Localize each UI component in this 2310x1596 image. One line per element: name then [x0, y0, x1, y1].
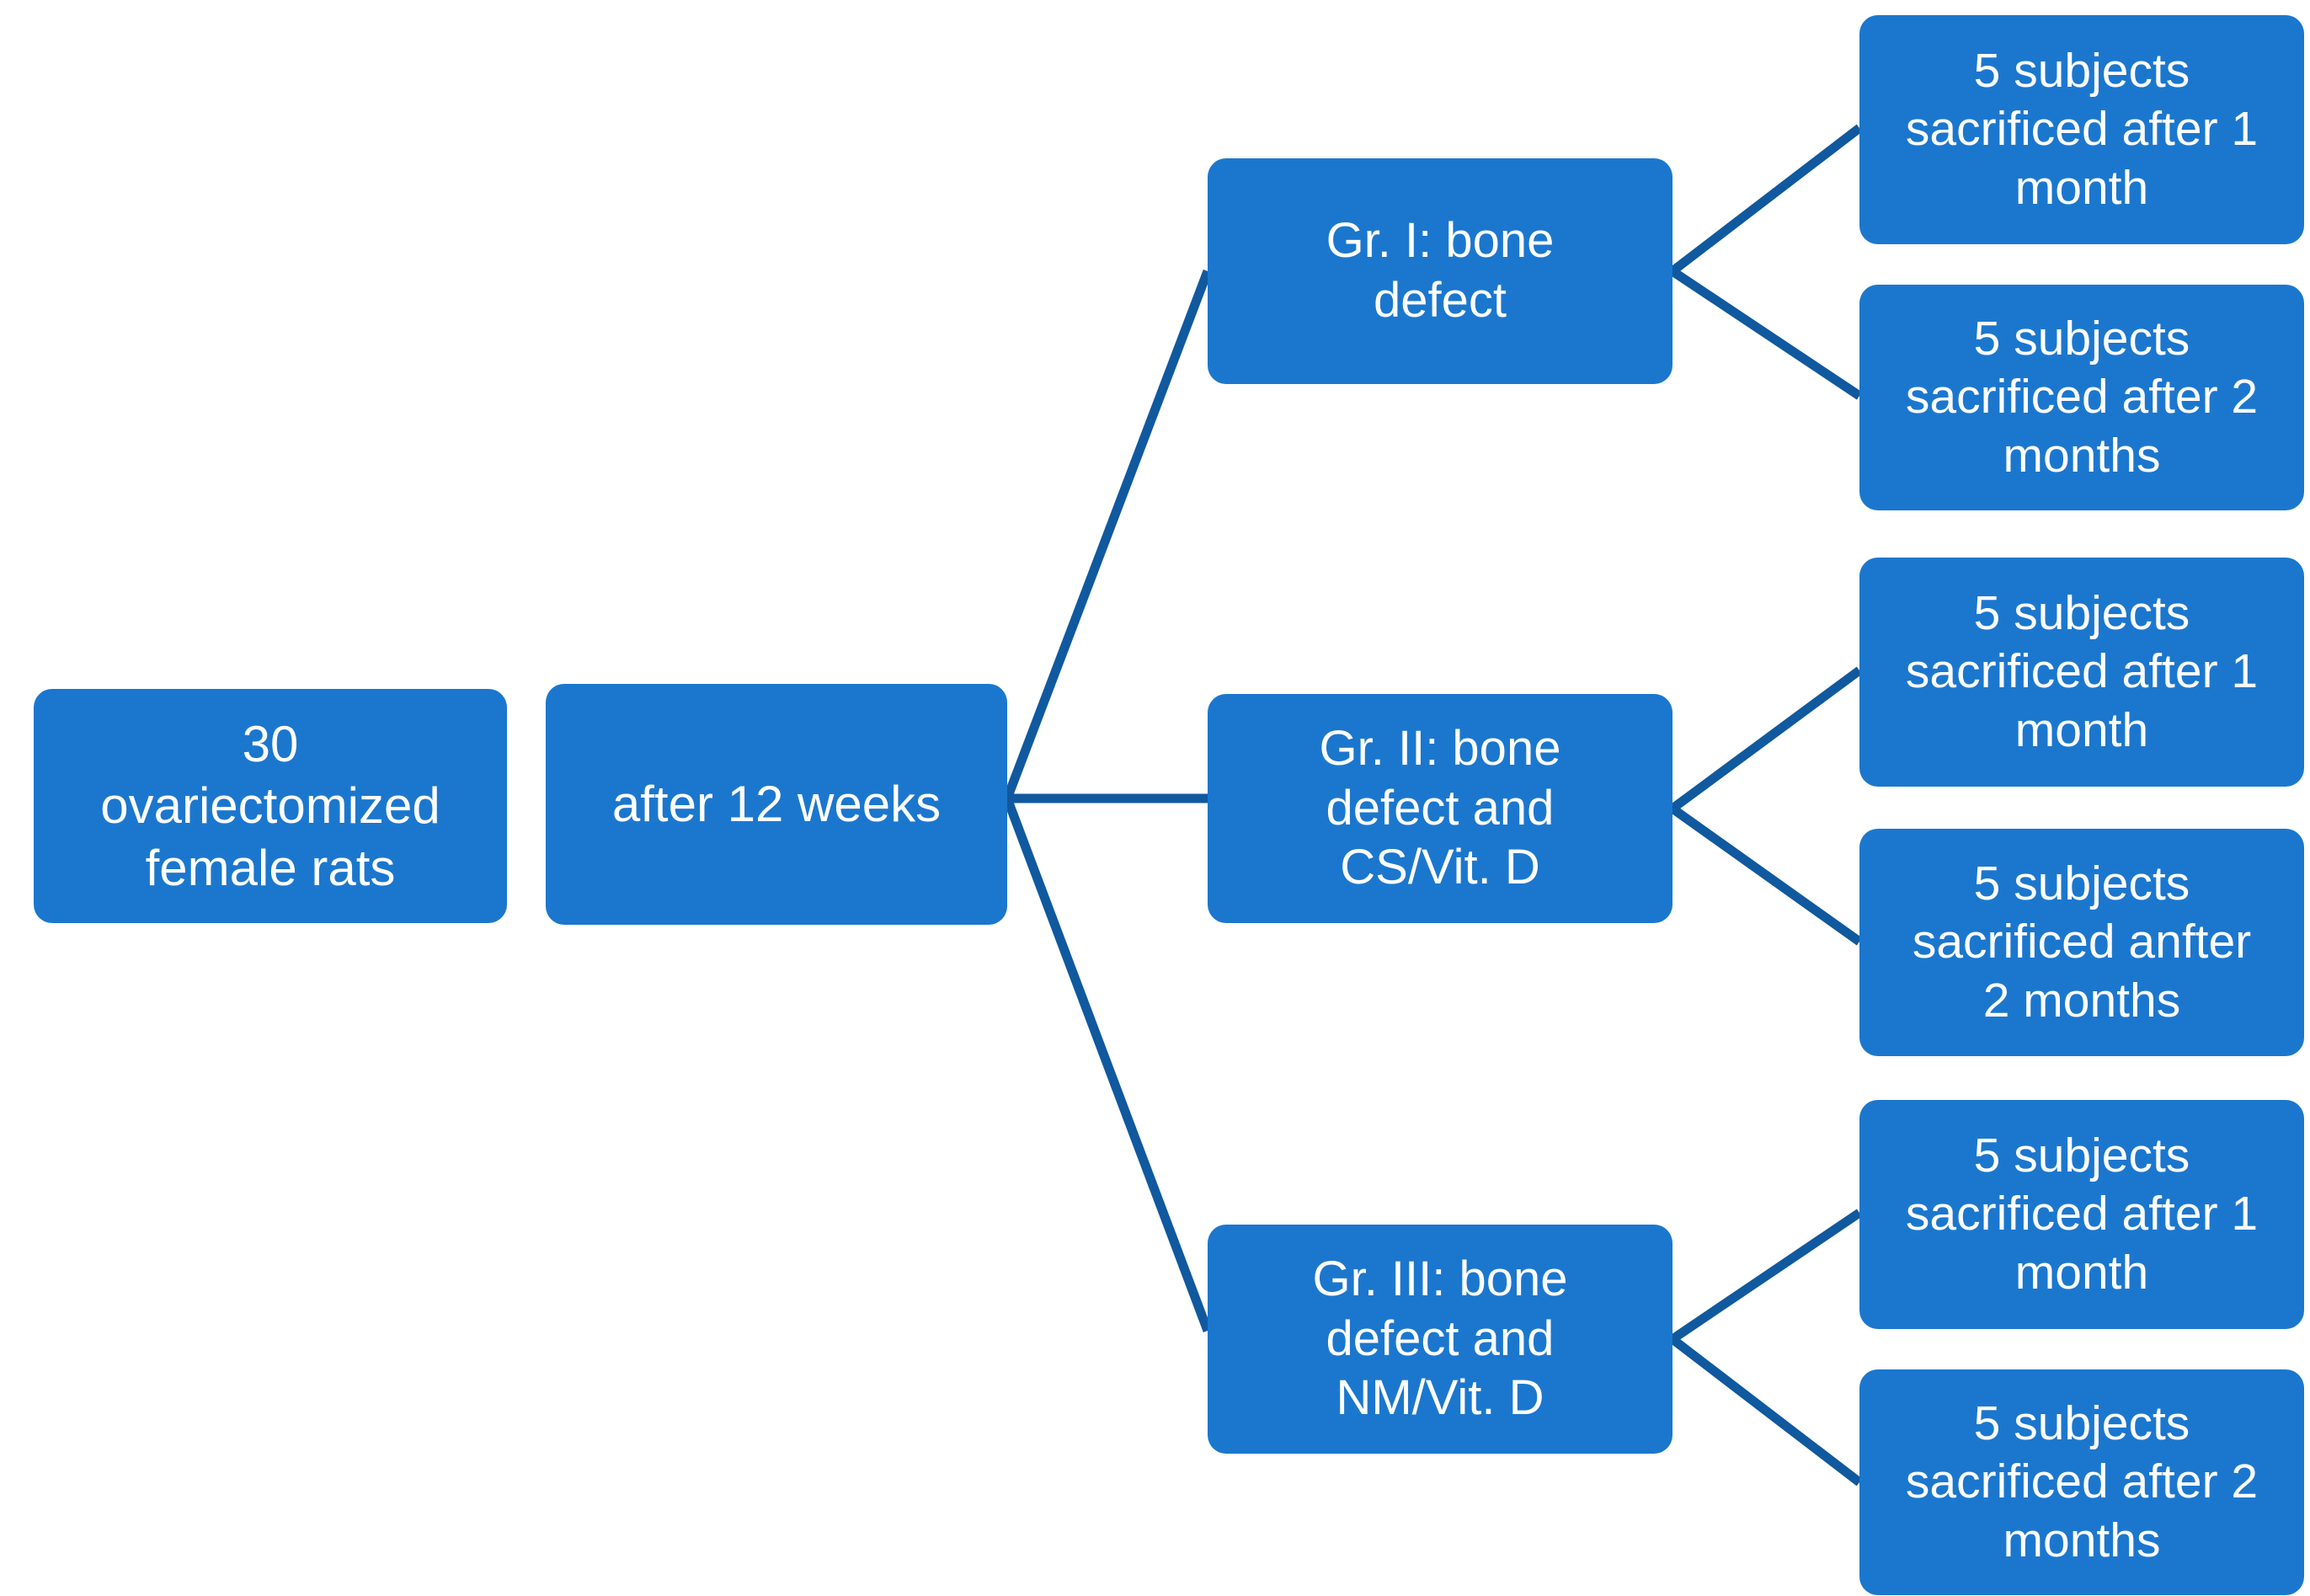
node-stage-label: after 12 weeks [611, 776, 942, 833]
node-outcome-group-2-month-1[interactable]: 5 subjects sacrificed after 1 month [1859, 558, 2304, 787]
connector-group-3-to-outcome-5 [1669, 1209, 1863, 1343]
node-group-3[interactable]: Gr. III: bone defect and NM/Vit. D [1208, 1225, 1672, 1454]
node-outcome-6-label: 5 subjects sacrificed after 2 months [1905, 1396, 2259, 1567]
node-outcome-group-2-month-2[interactable]: 5 subjects sacrificed anfter 2 months [1859, 829, 2304, 1056]
node-outcome-group-3-month-2[interactable]: 5 subjects sacrificed after 2 months [1859, 1369, 2304, 1595]
connector-group-3-to-outcome-6 [1669, 1335, 1863, 1487]
node-outcome-1-label: 5 subjects sacrificed after 1 month [1905, 43, 2259, 215]
connector-group-2-to-outcome-3 [1669, 666, 1863, 813]
node-outcome-2-label: 5 subjects sacrificed after 2 months [1905, 311, 2259, 483]
node-outcome-group-3-month-1[interactable]: 5 subjects sacrificed after 1 month [1859, 1100, 2304, 1329]
node-group-2-label: Gr. II: bone defect and CS/Vit. D [1319, 720, 1561, 895]
node-outcome-4-label: 5 subjects sacrificed anfter 2 months [1912, 856, 2252, 1028]
connector-stage-to-group-3 [1002, 797, 1213, 1332]
node-group-1-label: Gr. I: bone defect [1326, 213, 1555, 328]
node-stage-after-12-weeks[interactable]: after 12 weeks [546, 684, 1007, 925]
node-outcome-3-label: 5 subjects sacrificed after 1 month [1905, 585, 2259, 757]
node-outcome-group-1-month-1[interactable]: 5 subjects sacrificed after 1 month [1859, 15, 2304, 244]
connector-stage-to-group-1 [1002, 270, 1213, 800]
connector-group-2-to-outcome-4 [1669, 804, 1863, 946]
node-group-2[interactable]: Gr. II: bone defect and CS/Vit. D [1208, 694, 1672, 923]
node-root-label: 30 ovariectomized female rats [100, 716, 440, 896]
node-outcome-5-label: 5 subjects sacrificed after 1 month [1905, 1128, 2259, 1300]
node-root-cohort[interactable]: 30 ovariectomized female rats [34, 689, 507, 923]
connector-group-1-to-outcome-2 [1669, 267, 1863, 400]
node-group-1[interactable]: Gr. I: bone defect [1208, 158, 1672, 384]
node-group-3-label: Gr. III: bone defect and NM/Vit. D [1312, 1251, 1568, 1426]
node-outcome-group-1-month-2[interactable]: 5 subjects sacrificed after 2 months [1859, 285, 2304, 510]
connector-group-1-to-outcome-1 [1669, 124, 1863, 275]
